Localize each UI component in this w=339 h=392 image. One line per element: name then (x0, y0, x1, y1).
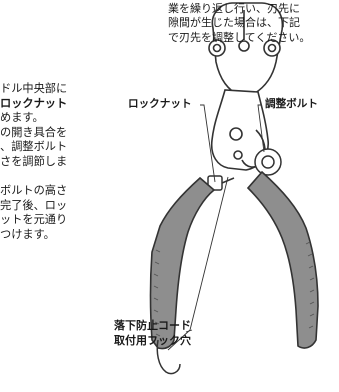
left-handle (149, 176, 216, 375)
instruction-line: ボルトの高さ (0, 184, 68, 198)
instruction-line: めます。 (0, 111, 44, 125)
instruction-line: ドル中央部に (0, 82, 68, 95)
instruction-line: ットを元通り (0, 213, 68, 227)
instruction-line: さを調節しま (0, 154, 68, 168)
drop-cord-hook-label: 落下防止コード 取付用フック穴 (114, 318, 191, 348)
cutter-head (208, 2, 284, 97)
instruction-line: の開き具合を (0, 125, 68, 139)
adjust-bolt-part (254, 148, 282, 176)
instruction-line: 、調整ボルト (0, 140, 68, 154)
instruction-left-text: ドル中央部に ロックナット めます。 の開き具合を 、調整ボルト さを調節しま … (0, 82, 67, 243)
instruction-line: 業を繰り返し行い、刃先に (168, 2, 300, 15)
instruction-line: 完了後、ロッ (0, 198, 68, 212)
drop-cord-label-line2: 取付用フック穴 (114, 334, 191, 347)
instruction-top-text: 業を繰り返し行い、刃先に 隙間が生じた場合は、下記 で刃先を調整してください。 (168, 2, 310, 45)
lock-nut-label: ロックナット (128, 98, 192, 110)
leader-lines (167, 104, 265, 351)
drop-cord-label-line1: 落下防止コード (114, 319, 191, 332)
instruction-line: で刃先を調整してください。 (168, 30, 311, 44)
instruction-line (0, 170, 67, 185)
instruction-line: 隙間が生じた場合は、下記 (168, 16, 300, 30)
cutter-body (210, 89, 269, 171)
instruction-line: ロックナット (0, 96, 68, 110)
instruction-line: つけます。 (0, 227, 55, 241)
adjust-bolt-label: 調整ボルト (265, 98, 318, 110)
right-handle (246, 170, 319, 349)
